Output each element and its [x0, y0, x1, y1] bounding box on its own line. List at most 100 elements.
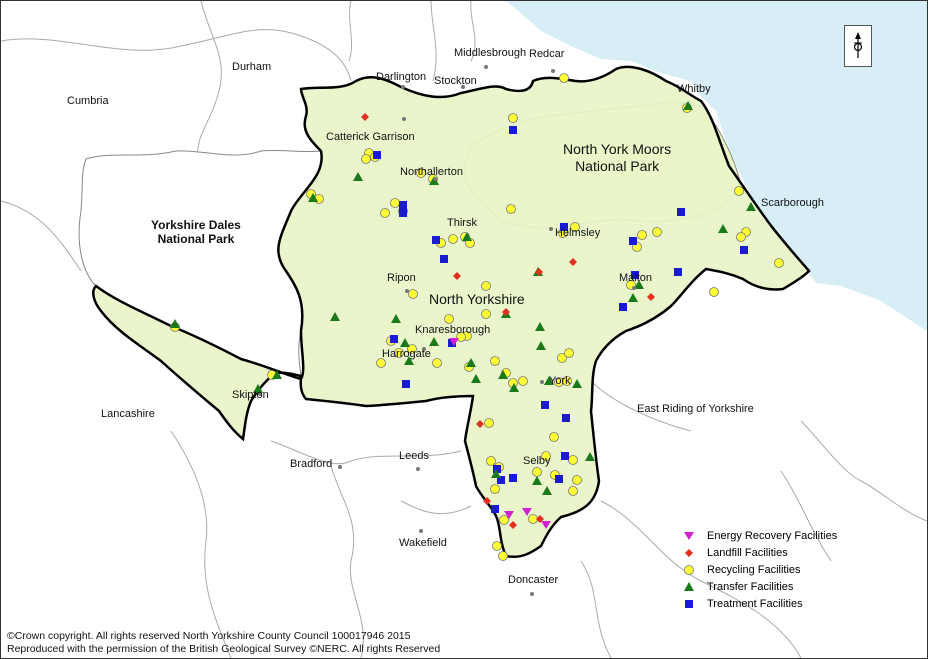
- recycling-facility-marker: [572, 475, 582, 485]
- legend-label: Landfill Facilities: [707, 546, 788, 559]
- landfill-facility-marker: [483, 497, 491, 505]
- treatment-facility-marker: [674, 268, 682, 276]
- copyright-line-1: ©Crown copyright. All rights reserved No…: [7, 630, 411, 642]
- treatment-facility-marker: [541, 401, 549, 409]
- legend-label: Energy Recovery Facilities: [707, 529, 838, 542]
- town-dots-layer: [258, 65, 636, 596]
- treatment-facility-marker: [440, 255, 448, 263]
- town-middlesbrough: Middlesbrough: [454, 47, 527, 59]
- recycling-facility-marker: [557, 353, 567, 363]
- town-dot: [402, 117, 406, 121]
- legend-label: Transfer Facilities: [707, 580, 794, 593]
- copyright-notice: ©Crown copyright. All rights reserved No…: [7, 630, 440, 655]
- transfer-facility-marker: [628, 293, 638, 302]
- treatment-facility-marker: [399, 201, 407, 209]
- recycling-facility-marker: [486, 456, 496, 466]
- transfer-facility-marker: [462, 232, 472, 241]
- label-east-riding: East Riding of Yorkshire: [637, 403, 754, 415]
- transfer-facility-marker: [170, 319, 180, 328]
- transfer-facility-marker: [253, 384, 263, 393]
- recycling-facility-marker: [736, 232, 746, 242]
- compass-icon: [853, 32, 863, 58]
- treatment-facility-marker: [509, 474, 517, 482]
- transfer-facility-marker: [498, 370, 508, 379]
- recycling-facility-marker: [432, 358, 442, 368]
- legend-label: Treatment Facilities: [707, 597, 803, 610]
- treatment-facility-marker: [373, 151, 381, 159]
- legend-item-treatment: Treatment Facilities: [681, 595, 837, 612]
- town-doncaster: Doncaster: [508, 574, 559, 586]
- legend-label: Recycling Facilities: [707, 563, 801, 576]
- recycling-facility-marker: [498, 551, 508, 561]
- copyright-line-2: Reproduced with the permission of the Br…: [7, 642, 441, 655]
- town-dot: [530, 592, 534, 596]
- recycling-facility-marker: [456, 332, 466, 342]
- town-harrogate: Harrogate: [382, 348, 431, 360]
- recycling-facility-marker: [394, 348, 404, 358]
- town-dot: [632, 286, 636, 290]
- label-cumbria: Cumbria: [67, 95, 109, 107]
- transfer-facility-marker: [585, 452, 595, 461]
- recycling-facility-marker: [444, 314, 454, 324]
- town-dot: [401, 85, 405, 89]
- sea: [506, 1, 927, 331]
- landfill-facility-marker: [535, 268, 543, 276]
- recycling-facility-marker: [361, 154, 371, 164]
- transfer-facility-marker: [429, 337, 439, 346]
- recycling-facility-marker: [490, 356, 500, 366]
- transfer-facility-marker: [532, 476, 542, 485]
- recycling-facility-marker: [774, 258, 784, 268]
- recycling-facility-marker: [380, 208, 390, 218]
- town-dot: [338, 465, 342, 469]
- transfer-facility-marker: [535, 322, 545, 331]
- town-stockton: Stockton: [434, 75, 477, 87]
- recycling-facility-marker: [532, 467, 542, 477]
- town-dot: [416, 467, 420, 471]
- recycling-facility-marker: [652, 227, 662, 237]
- town-dot: [484, 65, 488, 69]
- legend-symbol: [685, 599, 693, 608]
- recycling-facility-marker: [376, 358, 386, 368]
- recycling-facility-marker: [559, 73, 569, 83]
- town-knaresborough: Knaresborough: [415, 324, 491, 336]
- treatment-facility-marker: [560, 223, 568, 231]
- town-selby: Selby: [523, 455, 551, 467]
- recycling-facility-marker: [448, 234, 458, 244]
- landfill-facility-marker: [647, 293, 655, 301]
- energy-recovery-facility-marker: [449, 338, 459, 346]
- recycling-facility-marker: [541, 451, 551, 461]
- recycling-facility-marker: [390, 198, 400, 208]
- transfer-facility-marker: [308, 193, 318, 202]
- transfer-facility-marker: [634, 280, 644, 289]
- recycling-facility-marker: [734, 186, 744, 196]
- legend-symbol-recycling-icon: [684, 564, 694, 575]
- treatment-facility-marker: [619, 303, 627, 311]
- town-redcar: Redcar: [529, 48, 565, 60]
- transfer-facility-marker: [404, 356, 414, 365]
- legend-symbol: [684, 581, 694, 591]
- town-dot: [551, 69, 555, 73]
- transfer-facility-marker: [509, 383, 519, 392]
- north-yorkshire-region: [92, 65, 811, 558]
- treatment-facility-marker: [432, 236, 440, 244]
- north-arrow: [844, 25, 872, 67]
- recycling-facility-marker: [506, 204, 516, 214]
- recycling-facility-marker: [481, 281, 491, 291]
- treatment-facility-marker: [390, 335, 398, 343]
- treatment-facility-marker: [631, 271, 639, 279]
- treatment-facility-marker: [497, 476, 505, 484]
- recycling-facility-marker: [564, 348, 574, 358]
- recycling-facility-marker: [549, 432, 559, 442]
- treatment-facility-marker: [740, 246, 748, 254]
- transfer-facility-marker: [353, 172, 363, 181]
- transfer-facility-marker: [683, 101, 693, 110]
- town-york: York: [549, 375, 571, 387]
- treatment-facility-marker: [629, 237, 637, 245]
- town-northallerton: Northallerton: [400, 166, 463, 178]
- recycling-facility-marker: [499, 515, 509, 525]
- town-skipton: Skipton: [232, 389, 269, 401]
- town-thirsk: Thirsk: [447, 217, 477, 229]
- recycling-facility-marker: [490, 484, 500, 494]
- treatment-facility-marker: [448, 339, 456, 347]
